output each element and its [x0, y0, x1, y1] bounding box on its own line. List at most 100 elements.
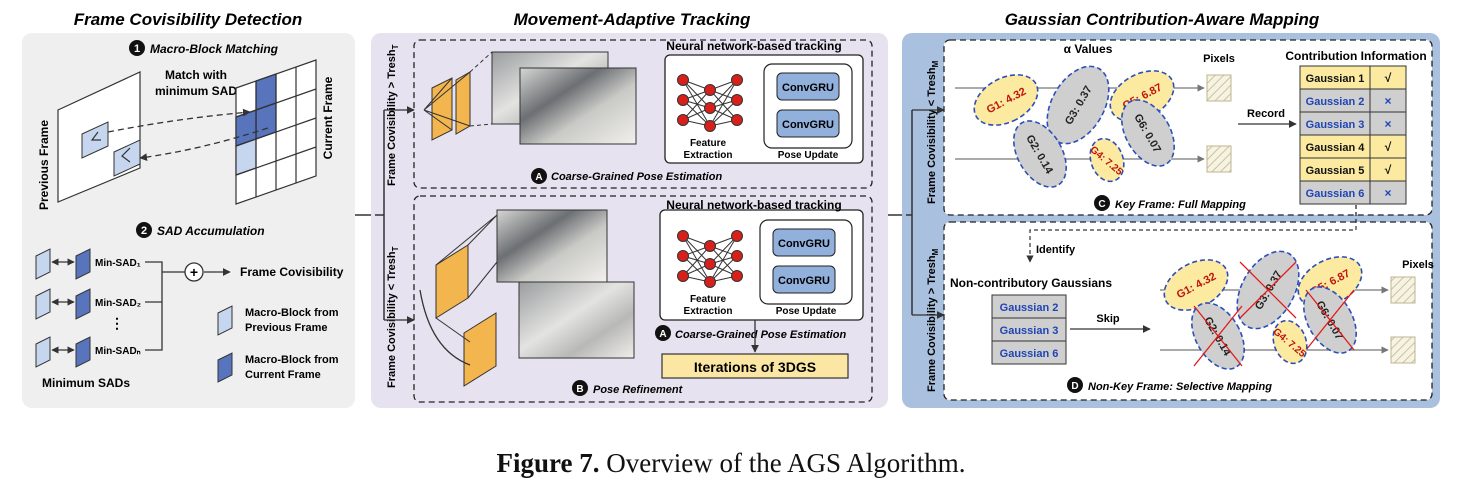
caption-bold: Figure 7. [496, 448, 600, 478]
svg-text:B: B [576, 384, 583, 395]
pixel-icon-bottom-2 [1390, 336, 1416, 364]
bottom-feature-1: Feature [690, 294, 727, 305]
table-name-2: Gaussian 2 [1306, 96, 1365, 108]
sum-node: + [184, 262, 204, 282]
tracking-branch-line [375, 110, 385, 320]
table-mark-cell-6 [1369, 180, 1407, 205]
table-name-1: Gaussian 1 [1306, 73, 1365, 85]
gaussian-g1: G1: 4.32 [973, 74, 1039, 126]
figure-caption: Figure 7. Overview of the AGS Algorithm. [0, 448, 1462, 479]
badge-d: D [1067, 377, 1083, 393]
sum-bracket [145, 261, 185, 351]
top-photo-2 [519, 67, 637, 145]
bottom-convgru-1 [772, 228, 836, 257]
svg-text:A: A [659, 329, 666, 340]
svg-text:1: 1 [134, 43, 140, 55]
svg-text:ConvGRU: ConvGRU [778, 275, 830, 287]
key-frame-label: Key Frame: Full Mapping [1115, 199, 1246, 211]
table-name-6: Gaussian 6 [1306, 188, 1365, 200]
previous-frame-label: Previous Frame [37, 120, 51, 210]
identify-label: Identify [1036, 244, 1076, 256]
tracking-title: Movement-Adaptive Tracking [514, 10, 751, 29]
gaussian-g6: G6: 0.07 [1120, 99, 1176, 167]
minimum-sads-label: Minimum SADs [42, 376, 130, 390]
svg-text:C: C [1098, 199, 1105, 210]
pose-refinement-label: Pose Refinement [593, 384, 684, 396]
table-mark-1: √ [1385, 71, 1392, 85]
caption-text: Overview of the AGS Algorithm. [599, 448, 966, 478]
table-mark-6: × [1384, 186, 1391, 200]
svg-text:ConvGRU: ConvGRU [782, 119, 834, 131]
tracking-cond-top: Frame Covisibility > TreshT [386, 44, 400, 186]
svg-text:2: 2 [141, 225, 147, 237]
mapping-cond-top: Frame Covisibility < TreshM [926, 60, 940, 204]
gaussians-non-key-frame: G1: 4.32 G3: 0.37 G5: 6.87 G2: 0.14 G6: … [1163, 250, 1363, 370]
iterations-box [661, 353, 849, 379]
gaussian-g1-nk: G1: 4.32 [1163, 259, 1229, 311]
skip-item-label-2: Gaussian 3 [1000, 325, 1059, 337]
pixel-icon-top-2 [1206, 145, 1232, 173]
match-arrow-1 [107, 108, 251, 133]
top-pose-update-label: Pose Update [778, 150, 839, 161]
bottom-photo-1 [496, 209, 608, 283]
gaussian-g2: G2: 0.14 [1012, 120, 1068, 188]
step1-label: Macro-Block Matching [150, 42, 279, 56]
step2-badge: 2 [136, 222, 152, 238]
svg-text:+: + [190, 264, 198, 280]
min-sad-n: Min-SADₙ [95, 346, 141, 357]
pixels-label-bottom: Pixels [1402, 259, 1434, 271]
match-arrow-2 [139, 127, 269, 161]
gaussian-g3: G3: 0.37 [1046, 65, 1110, 145]
legend-cur-2: Current Frame [245, 369, 321, 381]
min-sad-1: Min-SAD₁ [95, 258, 141, 269]
skip-item-3 [991, 340, 1067, 365]
bottom-nn-title: Neural network-based tracking [666, 198, 841, 212]
top-neural-net-icon [677, 74, 743, 132]
tracking-bottom-box [413, 195, 873, 403]
skip-item-label-3: Gaussian 6 [1000, 348, 1059, 360]
non-key-frame-label: Non-Key Frame: Selective Mapping [1088, 381, 1272, 393]
bottom-neural-net-icon [677, 230, 743, 288]
table-name-4: Gaussian 4 [1306, 142, 1366, 154]
step2-label: SAD Accumulation [157, 224, 265, 238]
frame-covisibility-output: Frame Covisibility [240, 265, 344, 279]
svg-text:ConvGRU: ConvGRU [778, 238, 830, 250]
badge-c: C [1094, 195, 1110, 211]
badge-a-top: A [531, 168, 547, 184]
table-name-5: Gaussian 5 [1306, 165, 1365, 177]
bottom-pose-update-label: Pose Update [776, 306, 837, 317]
current-frame-label: Current Frame [321, 76, 335, 159]
top-convgru-1 [776, 72, 840, 101]
table-name-3: Gaussian 3 [1306, 119, 1365, 131]
tracking-cond-bottom: Frame Covisibility < TreshT [386, 246, 400, 388]
top-feature-1: Feature [690, 138, 727, 149]
legend-cur-1: Macro-Block from [245, 354, 339, 366]
match-text-2: minimum SAD [155, 84, 237, 98]
iterations-label: Iterations of 3DGS [694, 359, 816, 375]
bottom-convgru-2 [772, 265, 836, 294]
skip-label: Skip [1096, 313, 1120, 325]
bottom-feature-2: Extraction [684, 306, 733, 317]
current-frame-grid [235, 59, 317, 205]
table-mark-5: √ [1385, 163, 1392, 177]
legend-prev-swatch [217, 305, 233, 336]
badge-b: B [572, 380, 588, 396]
top-nn-title: Neural network-based tracking [666, 39, 841, 53]
sad-row-2 [35, 288, 91, 320]
prev-block-2 [113, 139, 141, 177]
table-mark-2: × [1384, 94, 1391, 108]
mapping-branch-line [906, 110, 913, 315]
gaussian-g6-nk: G6: 0.07 [1302, 286, 1358, 354]
table-mark-3: × [1384, 117, 1391, 131]
min-sad-dots: ⋮ [110, 315, 124, 331]
non-contributory-label: Non-contributory Gaussians [950, 276, 1112, 290]
min-sad-2: Min-SAD₂ [95, 298, 141, 309]
alpha-values-label: α Values [1064, 42, 1113, 56]
top-convgru-2 [776, 109, 840, 138]
gaussian-g2-nk: G2: 0.14 [1190, 302, 1246, 370]
sad-row-1 [35, 248, 91, 280]
legend-prev-1: Macro-Block from [245, 307, 339, 319]
tracking-top-box [413, 39, 873, 189]
pixel-icon-top-1 [1206, 74, 1232, 102]
record-label: Record [1247, 108, 1285, 120]
